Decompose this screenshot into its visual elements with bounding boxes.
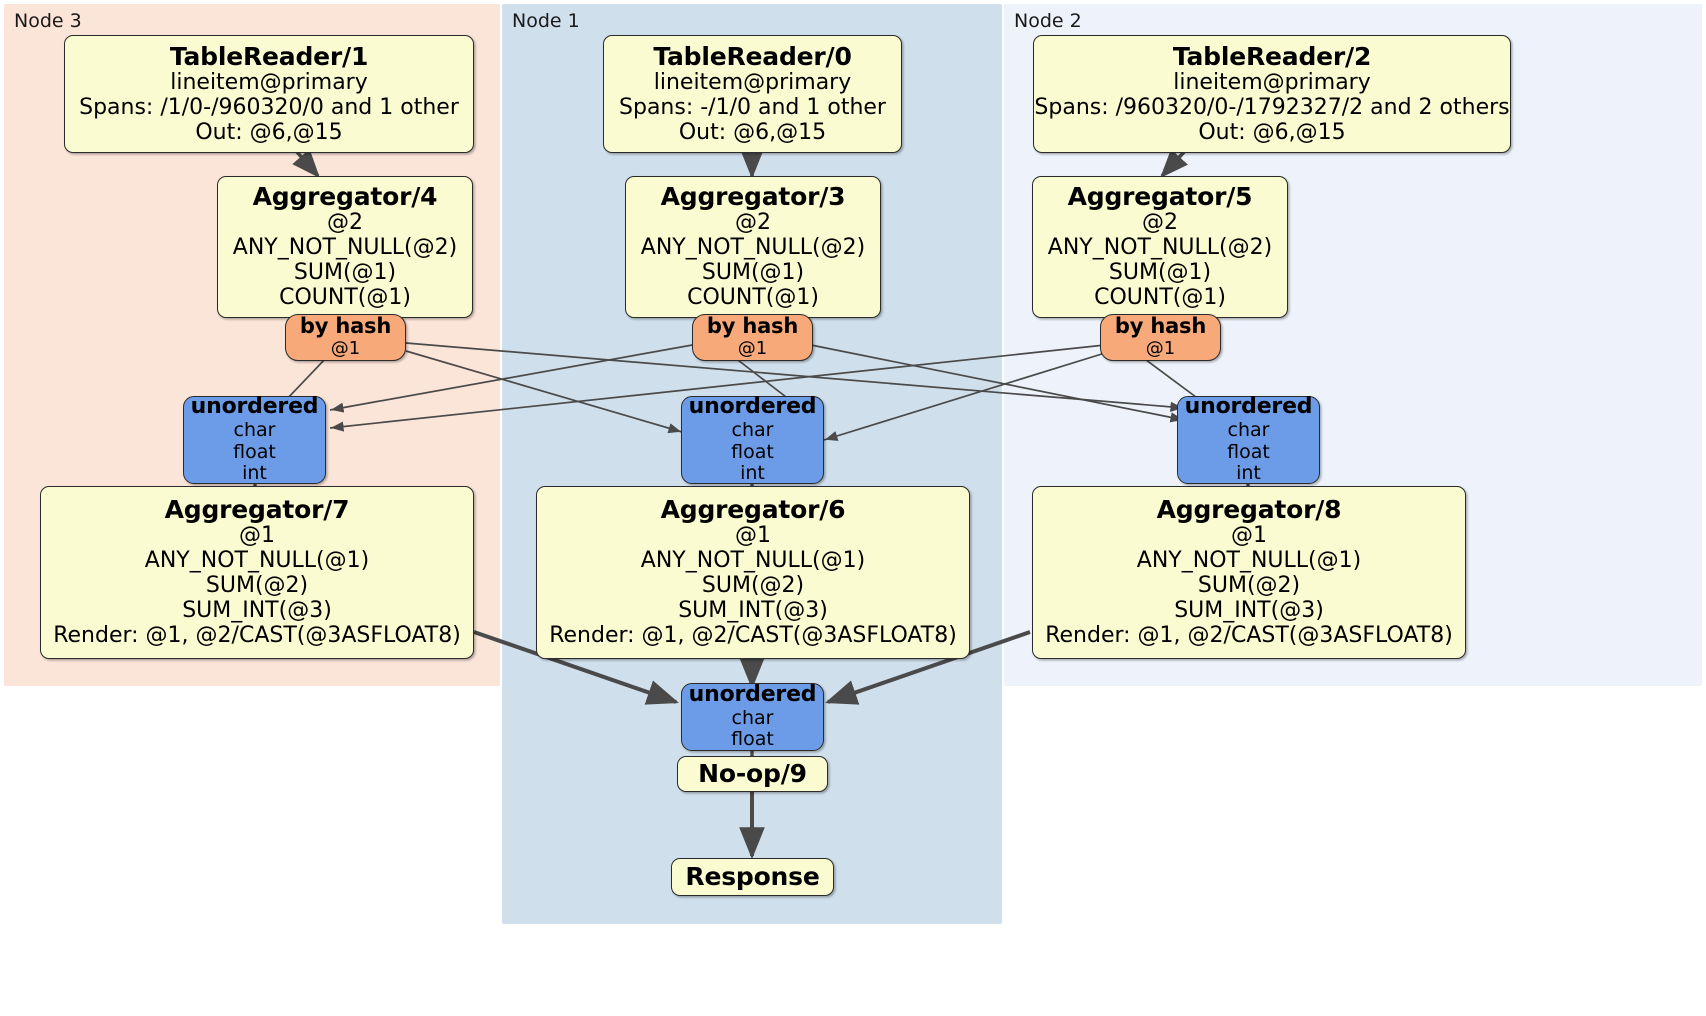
node-line: SUM(@1) bbox=[293, 260, 397, 286]
node-line: @1 bbox=[735, 523, 771, 549]
node-line: lineitem@primary bbox=[170, 69, 368, 95]
node-line: @2 bbox=[327, 210, 363, 236]
node-no-op-9[interactable]: No-op/9 bbox=[677, 756, 828, 792]
node-title: Aggregator/8 bbox=[1156, 495, 1342, 525]
node-line: ANY_NOT_NULL(@2) bbox=[232, 235, 458, 261]
synchronizer-line: float bbox=[1227, 440, 1270, 463]
synchronizer-line: char bbox=[731, 706, 774, 729]
router-by-hash-right[interactable]: by hash @1 bbox=[1100, 314, 1221, 361]
router-line: @1 bbox=[737, 338, 768, 360]
node-line: SUM(@2) bbox=[1197, 573, 1301, 599]
node-line: Render: @1, @2/CAST(@3ASFLOAT8) bbox=[1045, 622, 1453, 648]
node-aggregator-7[interactable]: Aggregator/7 @1 ANY_NOT_NULL(@1) SUM(@2)… bbox=[40, 486, 474, 659]
synchronizer-line: int bbox=[740, 462, 765, 485]
node-line: COUNT(@1) bbox=[687, 284, 819, 310]
node-response[interactable]: Response bbox=[671, 858, 834, 896]
node-line: @1 bbox=[239, 523, 275, 549]
node-line: @2 bbox=[735, 210, 771, 236]
synchronizer-line: char bbox=[1227, 419, 1270, 442]
router-by-hash-left[interactable]: by hash @1 bbox=[285, 314, 406, 361]
node-title: Aggregator/5 bbox=[1067, 182, 1253, 212]
node-line: COUNT(@1) bbox=[1094, 284, 1226, 310]
router-line: @1 bbox=[330, 338, 361, 360]
node-line: SUM(@1) bbox=[701, 260, 805, 286]
region-label-node-2: Node 2 bbox=[1014, 10, 1082, 32]
node-title: Aggregator/3 bbox=[660, 182, 846, 212]
synchronizer-line: float bbox=[233, 440, 276, 463]
synchronizer-line: float bbox=[731, 440, 774, 463]
node-aggregator-8[interactable]: Aggregator/8 @1 ANY_NOT_NULL(@1) SUM(@2)… bbox=[1032, 486, 1466, 659]
node-table-reader-0[interactable]: TableReader/0 lineitem@primary Spans: -/… bbox=[603, 35, 902, 153]
node-table-reader-1[interactable]: TableReader/1 lineitem@primary Spans: /1… bbox=[64, 35, 474, 153]
synchronizer-title: unordered bbox=[688, 394, 817, 420]
router-title: by hash bbox=[706, 314, 799, 339]
node-line: Render: @1, @2/CAST(@3ASFLOAT8) bbox=[53, 622, 461, 648]
synchronizer-line: char bbox=[731, 419, 774, 442]
node-line: ANY_NOT_NULL(@2) bbox=[640, 235, 866, 261]
node-line: lineitem@primary bbox=[1173, 69, 1371, 95]
synchronizer-line: float bbox=[731, 728, 774, 751]
node-title: TableReader/0 bbox=[653, 41, 852, 71]
node-table-reader-2[interactable]: TableReader/2 lineitem@primary Spans: /9… bbox=[1033, 35, 1511, 153]
node-line: @2 bbox=[1142, 210, 1178, 236]
node-line: Out: @6,@15 bbox=[195, 119, 343, 145]
node-line: ANY_NOT_NULL(@1) bbox=[640, 548, 866, 574]
node-title: TableReader/2 bbox=[1172, 41, 1372, 71]
router-title: by hash bbox=[299, 314, 392, 339]
node-title: Aggregator/7 bbox=[164, 495, 350, 525]
node-line: @1 bbox=[1231, 523, 1267, 549]
node-line: Spans: -/1/0 and 1 other bbox=[619, 94, 886, 120]
node-aggregator-3[interactable]: Aggregator/3 @2 ANY_NOT_NULL(@2) SUM(@1)… bbox=[625, 176, 881, 318]
router-line: @1 bbox=[1145, 338, 1176, 360]
node-title: Aggregator/6 bbox=[660, 495, 846, 525]
synchronizer-line: char bbox=[233, 419, 276, 442]
synchronizer-unordered-right[interactable]: unordered char float int bbox=[1177, 394, 1320, 485]
node-aggregator-6[interactable]: Aggregator/6 @1 ANY_NOT_NULL(@1) SUM(@2)… bbox=[536, 486, 970, 659]
node-line: Out: @6,@15 bbox=[1198, 119, 1346, 145]
region-label-node-1: Node 1 bbox=[512, 10, 580, 32]
node-line: ANY_NOT_NULL(@1) bbox=[144, 548, 370, 574]
synchronizer-title: unordered bbox=[688, 682, 817, 708]
synchronizer-title: unordered bbox=[190, 394, 319, 420]
node-line: lineitem@primary bbox=[653, 69, 852, 95]
node-aggregator-4[interactable]: Aggregator/4 @2 ANY_NOT_NULL(@2) SUM(@1)… bbox=[217, 176, 473, 318]
node-line: Spans: /1/0-/960320/0 and 1 other bbox=[79, 94, 459, 120]
router-title: by hash bbox=[1114, 314, 1207, 339]
node-title: Aggregator/4 bbox=[252, 182, 438, 212]
region-label-node-3: Node 3 bbox=[14, 10, 82, 32]
node-line: SUM_INT(@3) bbox=[678, 598, 828, 624]
node-line: Render: @1, @2/CAST(@3ASFLOAT8) bbox=[549, 622, 957, 648]
node-title: Response bbox=[685, 861, 820, 891]
node-line: Spans: /960320/0-/1792327/2 and 2 others bbox=[1034, 94, 1510, 120]
synchronizer-unordered-center[interactable]: unordered char float int bbox=[681, 394, 824, 485]
node-line: COUNT(@1) bbox=[279, 284, 411, 310]
synchronizer-title: unordered bbox=[1184, 394, 1313, 420]
synchronizer-unordered-final[interactable]: unordered char float bbox=[681, 682, 824, 751]
router-by-hash-center[interactable]: by hash @1 bbox=[692, 314, 813, 361]
node-line: SUM_INT(@3) bbox=[182, 598, 332, 624]
node-title: No-op/9 bbox=[698, 758, 807, 788]
node-title: TableReader/1 bbox=[169, 41, 369, 71]
node-line: ANY_NOT_NULL(@2) bbox=[1047, 235, 1273, 261]
node-line: SUM(@2) bbox=[205, 573, 309, 599]
node-line: Out: @6,@15 bbox=[678, 119, 827, 145]
node-line: ANY_NOT_NULL(@1) bbox=[1136, 548, 1362, 574]
node-line: SUM(@2) bbox=[701, 573, 805, 599]
synchronizer-unordered-left[interactable]: unordered char float int bbox=[183, 394, 326, 485]
synchronizer-line: int bbox=[242, 462, 267, 485]
node-aggregator-5[interactable]: Aggregator/5 @2 ANY_NOT_NULL(@2) SUM(@1)… bbox=[1032, 176, 1288, 318]
synchronizer-line: int bbox=[1236, 462, 1261, 485]
node-line: SUM_INT(@3) bbox=[1174, 598, 1324, 624]
node-line: SUM(@1) bbox=[1108, 260, 1212, 286]
